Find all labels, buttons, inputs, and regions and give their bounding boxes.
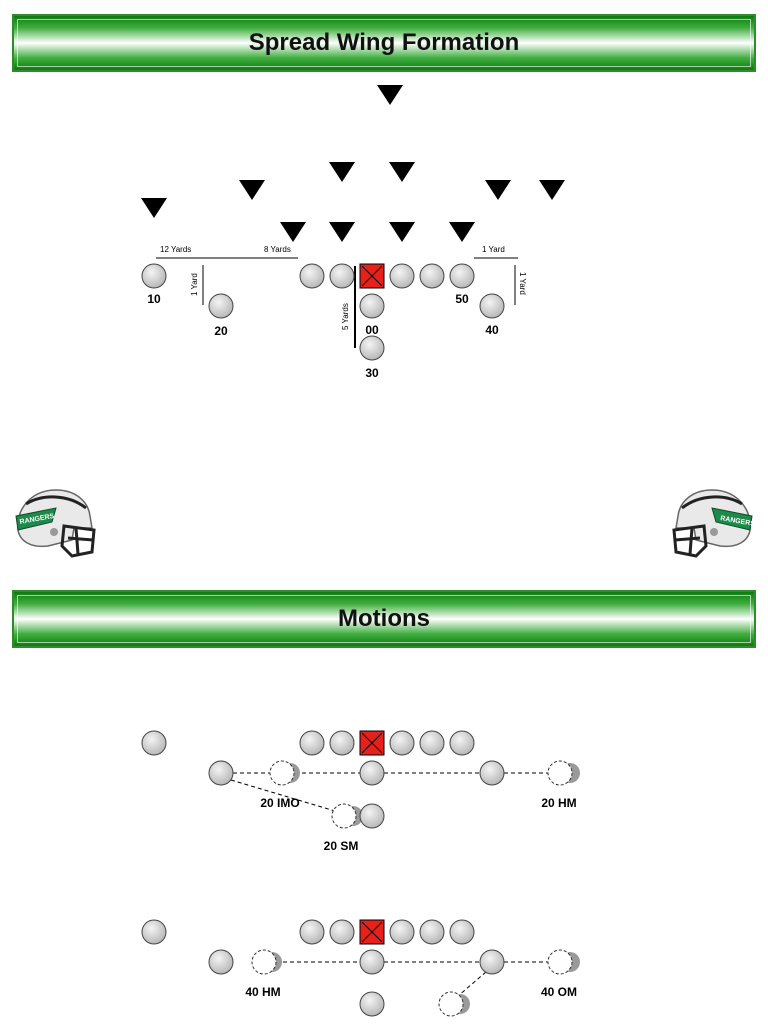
player-00: [359, 293, 385, 319]
label-player-30: 30: [365, 366, 379, 380]
defense: [141, 85, 565, 242]
lineman: [419, 730, 445, 756]
motion-end-marker: [547, 760, 573, 786]
lineman: [329, 730, 355, 756]
lineman: [299, 919, 325, 945]
lineman: [449, 730, 475, 756]
measurements: [156, 257, 518, 348]
label-8-yards: 8 Yards: [264, 245, 291, 254]
defender-marker: [377, 85, 403, 105]
motions-title: Motions: [338, 605, 430, 632]
player-30: [359, 335, 385, 361]
facemask: [60, 524, 96, 558]
lineman: [449, 919, 475, 945]
label-20-hm: 20 HM: [541, 796, 576, 810]
player-10: [141, 263, 167, 289]
label-player-00: 00: [365, 323, 379, 337]
motion-ghosts: [280, 763, 580, 826]
defender-marker: [389, 222, 415, 242]
page-title: Spread Wing Formation: [248, 29, 520, 56]
motion-end-marker: [547, 949, 573, 975]
defender-marker: [389, 162, 415, 182]
defender-marker: [539, 180, 565, 200]
player-20: [208, 293, 234, 319]
motions-banner: Motions: [12, 590, 756, 648]
motion-end-marker: [251, 949, 277, 975]
lineman: [389, 919, 415, 945]
lineman: [419, 919, 445, 945]
defender-marker: [239, 180, 265, 200]
defender-marker: [141, 198, 167, 218]
player-50: [449, 263, 475, 289]
motion-ghosts: [262, 952, 580, 1014]
player: [479, 760, 505, 786]
lineman: [299, 730, 325, 756]
lineman: [389, 730, 415, 756]
label-5-yards: 5 Yards: [341, 303, 350, 330]
label-1-yard-top: 1 Yard: [482, 245, 505, 254]
title-banner: Spread Wing Formation: [12, 14, 756, 72]
label-12-yards: 12 Yards: [160, 245, 191, 254]
label-1-yard-right: 1 Yard: [518, 272, 527, 295]
offense-formation: [141, 263, 505, 361]
defender-marker: [449, 222, 475, 242]
player: [208, 949, 234, 975]
defender-marker: [280, 222, 306, 242]
label-40-hm: 40 HM: [245, 985, 280, 999]
lineman: [389, 263, 415, 289]
label-player-50: 50: [455, 292, 469, 306]
motion-end-marker: [438, 991, 464, 1017]
lineman: [419, 263, 445, 289]
defender-marker: [485, 180, 511, 200]
defender-marker: [329, 162, 355, 182]
lineman: [329, 919, 355, 945]
player: [479, 949, 505, 975]
center: [359, 263, 385, 289]
label-1-yard-left: 1 Yard: [190, 273, 199, 296]
player: [359, 803, 385, 829]
player: [141, 730, 167, 756]
label-player-20: 20: [214, 324, 228, 338]
player: [359, 760, 385, 786]
player-40: [479, 293, 505, 319]
facemask: [672, 524, 708, 558]
player: [359, 949, 385, 975]
motion-diagram-2: 40 HM 40 OM: [141, 919, 580, 1017]
lineman: [299, 263, 325, 289]
motion-end-marker: [269, 760, 295, 786]
motion-end-marker: [331, 803, 357, 829]
label-40-om: 40 OM: [541, 985, 577, 999]
label-20-imo: 20 IMO: [260, 796, 299, 810]
defender-marker: [329, 222, 355, 242]
label-player-10: 10: [147, 292, 161, 306]
lineman: [329, 263, 355, 289]
label-player-40: 40: [485, 323, 499, 337]
label-20-sm: 20 SM: [324, 839, 359, 853]
motion-diagram-1: 20 IMO 20 HM 20 SM: [141, 730, 580, 853]
helmet-logo-right: RANGERS: [672, 489, 756, 558]
player: [141, 919, 167, 945]
player: [359, 991, 385, 1017]
helmet-logo-left: RANGERS: [15, 489, 96, 558]
player: [208, 760, 234, 786]
